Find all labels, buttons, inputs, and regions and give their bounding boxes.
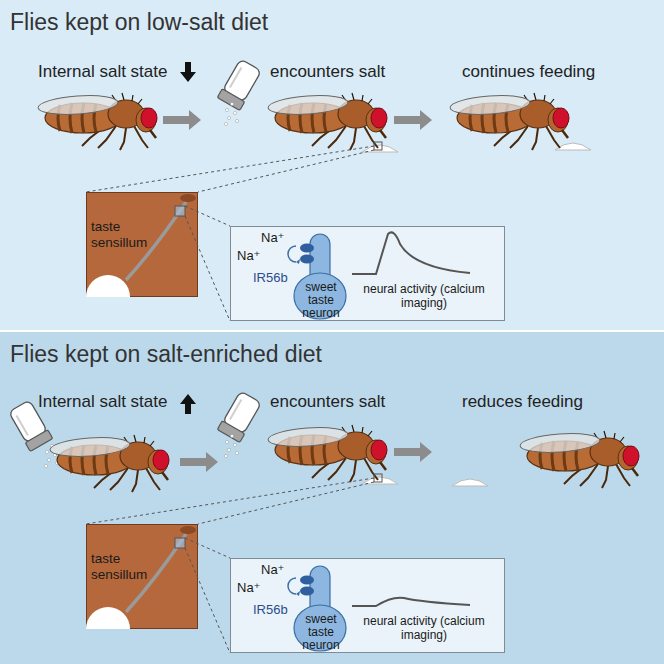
step-label: Internal salt state: [38, 62, 188, 82]
ion-label: Na⁺: [261, 231, 301, 246]
step-label: encounters salt: [270, 62, 420, 82]
ion-label: Na⁺: [237, 581, 277, 596]
step-label: encounters salt: [270, 392, 420, 412]
neuron-inset-box: Na⁺ Na⁺ IR56bsweet taste neuronneural acti…: [230, 226, 505, 321]
sensillum-zoom-box: taste sensillum: [86, 524, 198, 629]
activity-label: neural activity (calcium imaging): [349, 283, 499, 311]
step-label: continues feeding: [462, 62, 642, 82]
activity-label: neural activity (calcium imaging): [349, 615, 499, 643]
receptor-label: IR56b: [253, 603, 297, 618]
ion-label: Na⁺: [237, 249, 277, 264]
ion-label: Na⁺: [261, 563, 301, 578]
step-label: reduces feeding: [462, 392, 642, 412]
sensillum-label: taste sensillum: [91, 219, 155, 250]
neuron-label: sweet taste neuron: [293, 281, 349, 321]
diet-panel: Flies kept on low-salt diet taste sensill…: [0, 0, 664, 330]
panel-title: Flies kept on low-salt diet: [10, 9, 570, 35]
panel-title: Flies kept on salt-enriched diet: [10, 341, 570, 367]
neuron-label: sweet taste neuron: [293, 613, 349, 653]
receptor-label: IR56b: [253, 271, 297, 286]
sensillum-label: taste sensillum: [91, 551, 155, 582]
neuron-inset-box: Na⁺ Na⁺ IR56bsweet taste neuronneural acti…: [230, 558, 505, 653]
step-label: Internal salt state: [38, 392, 188, 412]
sensillum-zoom-box: taste sensillum: [86, 192, 198, 297]
diet-panel: Flies kept on salt-enriched diet taste se…: [0, 332, 664, 664]
